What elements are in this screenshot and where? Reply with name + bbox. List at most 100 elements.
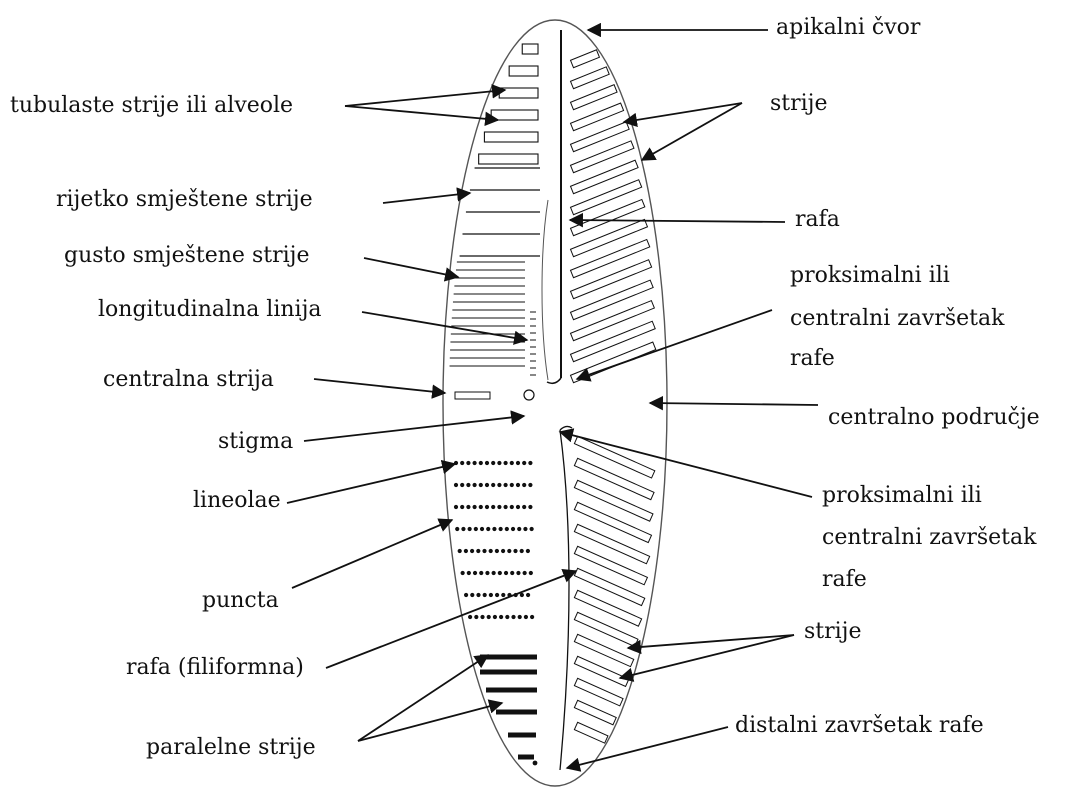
arrow-puncta	[291, 518, 454, 589]
arrow-centralno-podrucje	[648, 395, 819, 411]
central-stria	[454, 391, 491, 400]
puncta-dot	[510, 526, 516, 532]
stria-lower-right	[573, 699, 617, 726]
arrow-tubulaste-1	[344, 84, 507, 107]
arrow-distalni	[565, 726, 729, 772]
puncta-dot	[497, 460, 502, 466]
puncta-dot	[515, 504, 521, 510]
stria-rect	[569, 299, 656, 342]
puncta-dot	[491, 460, 496, 466]
label-proksimalni-bottom-line1: proksimalni ili	[822, 483, 982, 508]
stria-rect	[573, 589, 643, 627]
stria-lower-right	[573, 633, 635, 668]
arrow-rijetko	[382, 187, 472, 204]
valve-ellipse	[442, 19, 668, 787]
stria-upper-right	[569, 259, 653, 300]
puncta-dot	[510, 570, 515, 576]
stria-rect	[573, 677, 624, 707]
label-stigma: stigma	[218, 429, 294, 454]
puncta-dot	[469, 548, 475, 554]
puncta-dot	[497, 570, 502, 576]
stria-upper-right	[569, 66, 610, 90]
tubular-stria	[521, 43, 539, 55]
arrow-rafa-filiformna	[325, 568, 578, 669]
puncta-dot	[466, 482, 471, 488]
puncta-dot	[525, 592, 531, 598]
stria-lower-right	[573, 545, 649, 586]
arrow-proksimalni-bottom	[558, 428, 813, 498]
label-distalni-zavrsetak-rafe: distalni završetak rafe	[735, 713, 984, 738]
puncta-dot	[522, 460, 527, 466]
puncta-dot	[472, 482, 477, 488]
valve-outline	[442, 19, 668, 787]
puncta-dot	[473, 526, 478, 532]
stria-lower-right	[573, 721, 609, 744]
stria-rect	[569, 218, 649, 258]
puncta-dot	[522, 570, 527, 576]
puncta-dot	[466, 504, 471, 510]
stria-lower-right	[573, 589, 643, 627]
puncta-dot	[463, 592, 469, 598]
puncta-dot	[470, 592, 475, 598]
puncta-dot	[509, 504, 514, 510]
puncta-dot	[476, 592, 481, 598]
puncta-dot	[528, 504, 533, 510]
puncta-dot	[522, 504, 527, 510]
stria-lower-right	[573, 435, 656, 479]
label-rafa: rafa	[795, 207, 840, 232]
puncta-dot	[468, 614, 473, 620]
puncta-dot	[455, 526, 460, 532]
puncta-dot	[513, 548, 518, 554]
stria-upper-right	[569, 218, 649, 258]
puncta-dot	[472, 570, 478, 576]
puncta-dot	[528, 570, 533, 576]
stria-rect	[569, 159, 639, 195]
stria-rect	[569, 102, 625, 132]
puncta-dot	[480, 614, 485, 620]
label-proksimalni-top-line2: centralni završetak	[790, 306, 1005, 331]
stria-rect	[573, 699, 617, 726]
stigma	[523, 389, 535, 401]
label-tubulaste-strije: tubulaste strije ili alveole	[10, 93, 294, 118]
distal-dot	[532, 760, 538, 766]
stria-rect	[569, 49, 601, 69]
stria-upper-right	[569, 84, 618, 111]
puncta-dot	[466, 460, 471, 466]
tubular-stria	[478, 153, 539, 165]
label-proksimalni-bottom-line2: centralni završetak	[822, 525, 1037, 550]
puncta-dot	[494, 592, 500, 598]
puncta-dot	[525, 548, 530, 554]
label-gusto-smjestene-strije: gusto smještene strije	[64, 243, 310, 268]
stria-rect	[569, 198, 646, 237]
puncta-dot	[467, 526, 472, 532]
arrow-longitudinalna	[361, 311, 529, 345]
puncta-dot	[516, 570, 521, 576]
arrow-strije-top-1	[622, 102, 743, 128]
longitudinal-line	[541, 199, 549, 381]
stria-rect	[569, 66, 610, 90]
stria-lower-right	[573, 479, 654, 522]
label-strije-bottom: strije	[804, 619, 862, 644]
puncta-dot	[461, 526, 466, 532]
puncta-dot	[460, 482, 465, 488]
puncta-dot	[491, 504, 496, 510]
puncta-dot	[507, 548, 512, 554]
stria-upper-right	[569, 198, 646, 237]
label-centralno-podrucje: centralno područje	[828, 405, 1040, 430]
stria-rect	[573, 545, 649, 586]
stria-rect	[569, 179, 643, 216]
puncta-dot	[479, 526, 485, 532]
label-proksimalni-top-line1: proksimalni ili	[790, 263, 950, 288]
puncta-dot	[472, 460, 477, 466]
puncta-dot	[460, 460, 465, 466]
puncta-dot	[523, 614, 529, 620]
label-rijetko-smjestene-strije: rijetko smještene strije	[56, 187, 313, 212]
puncta-dot	[517, 614, 522, 620]
puncta-dot	[511, 614, 516, 620]
puncta-dot	[515, 460, 521, 466]
puncta-dot	[501, 592, 506, 598]
puncta-dot	[484, 482, 490, 488]
stria-upper-right	[569, 49, 601, 69]
label-centralna-strija: centralna strija	[103, 367, 274, 392]
